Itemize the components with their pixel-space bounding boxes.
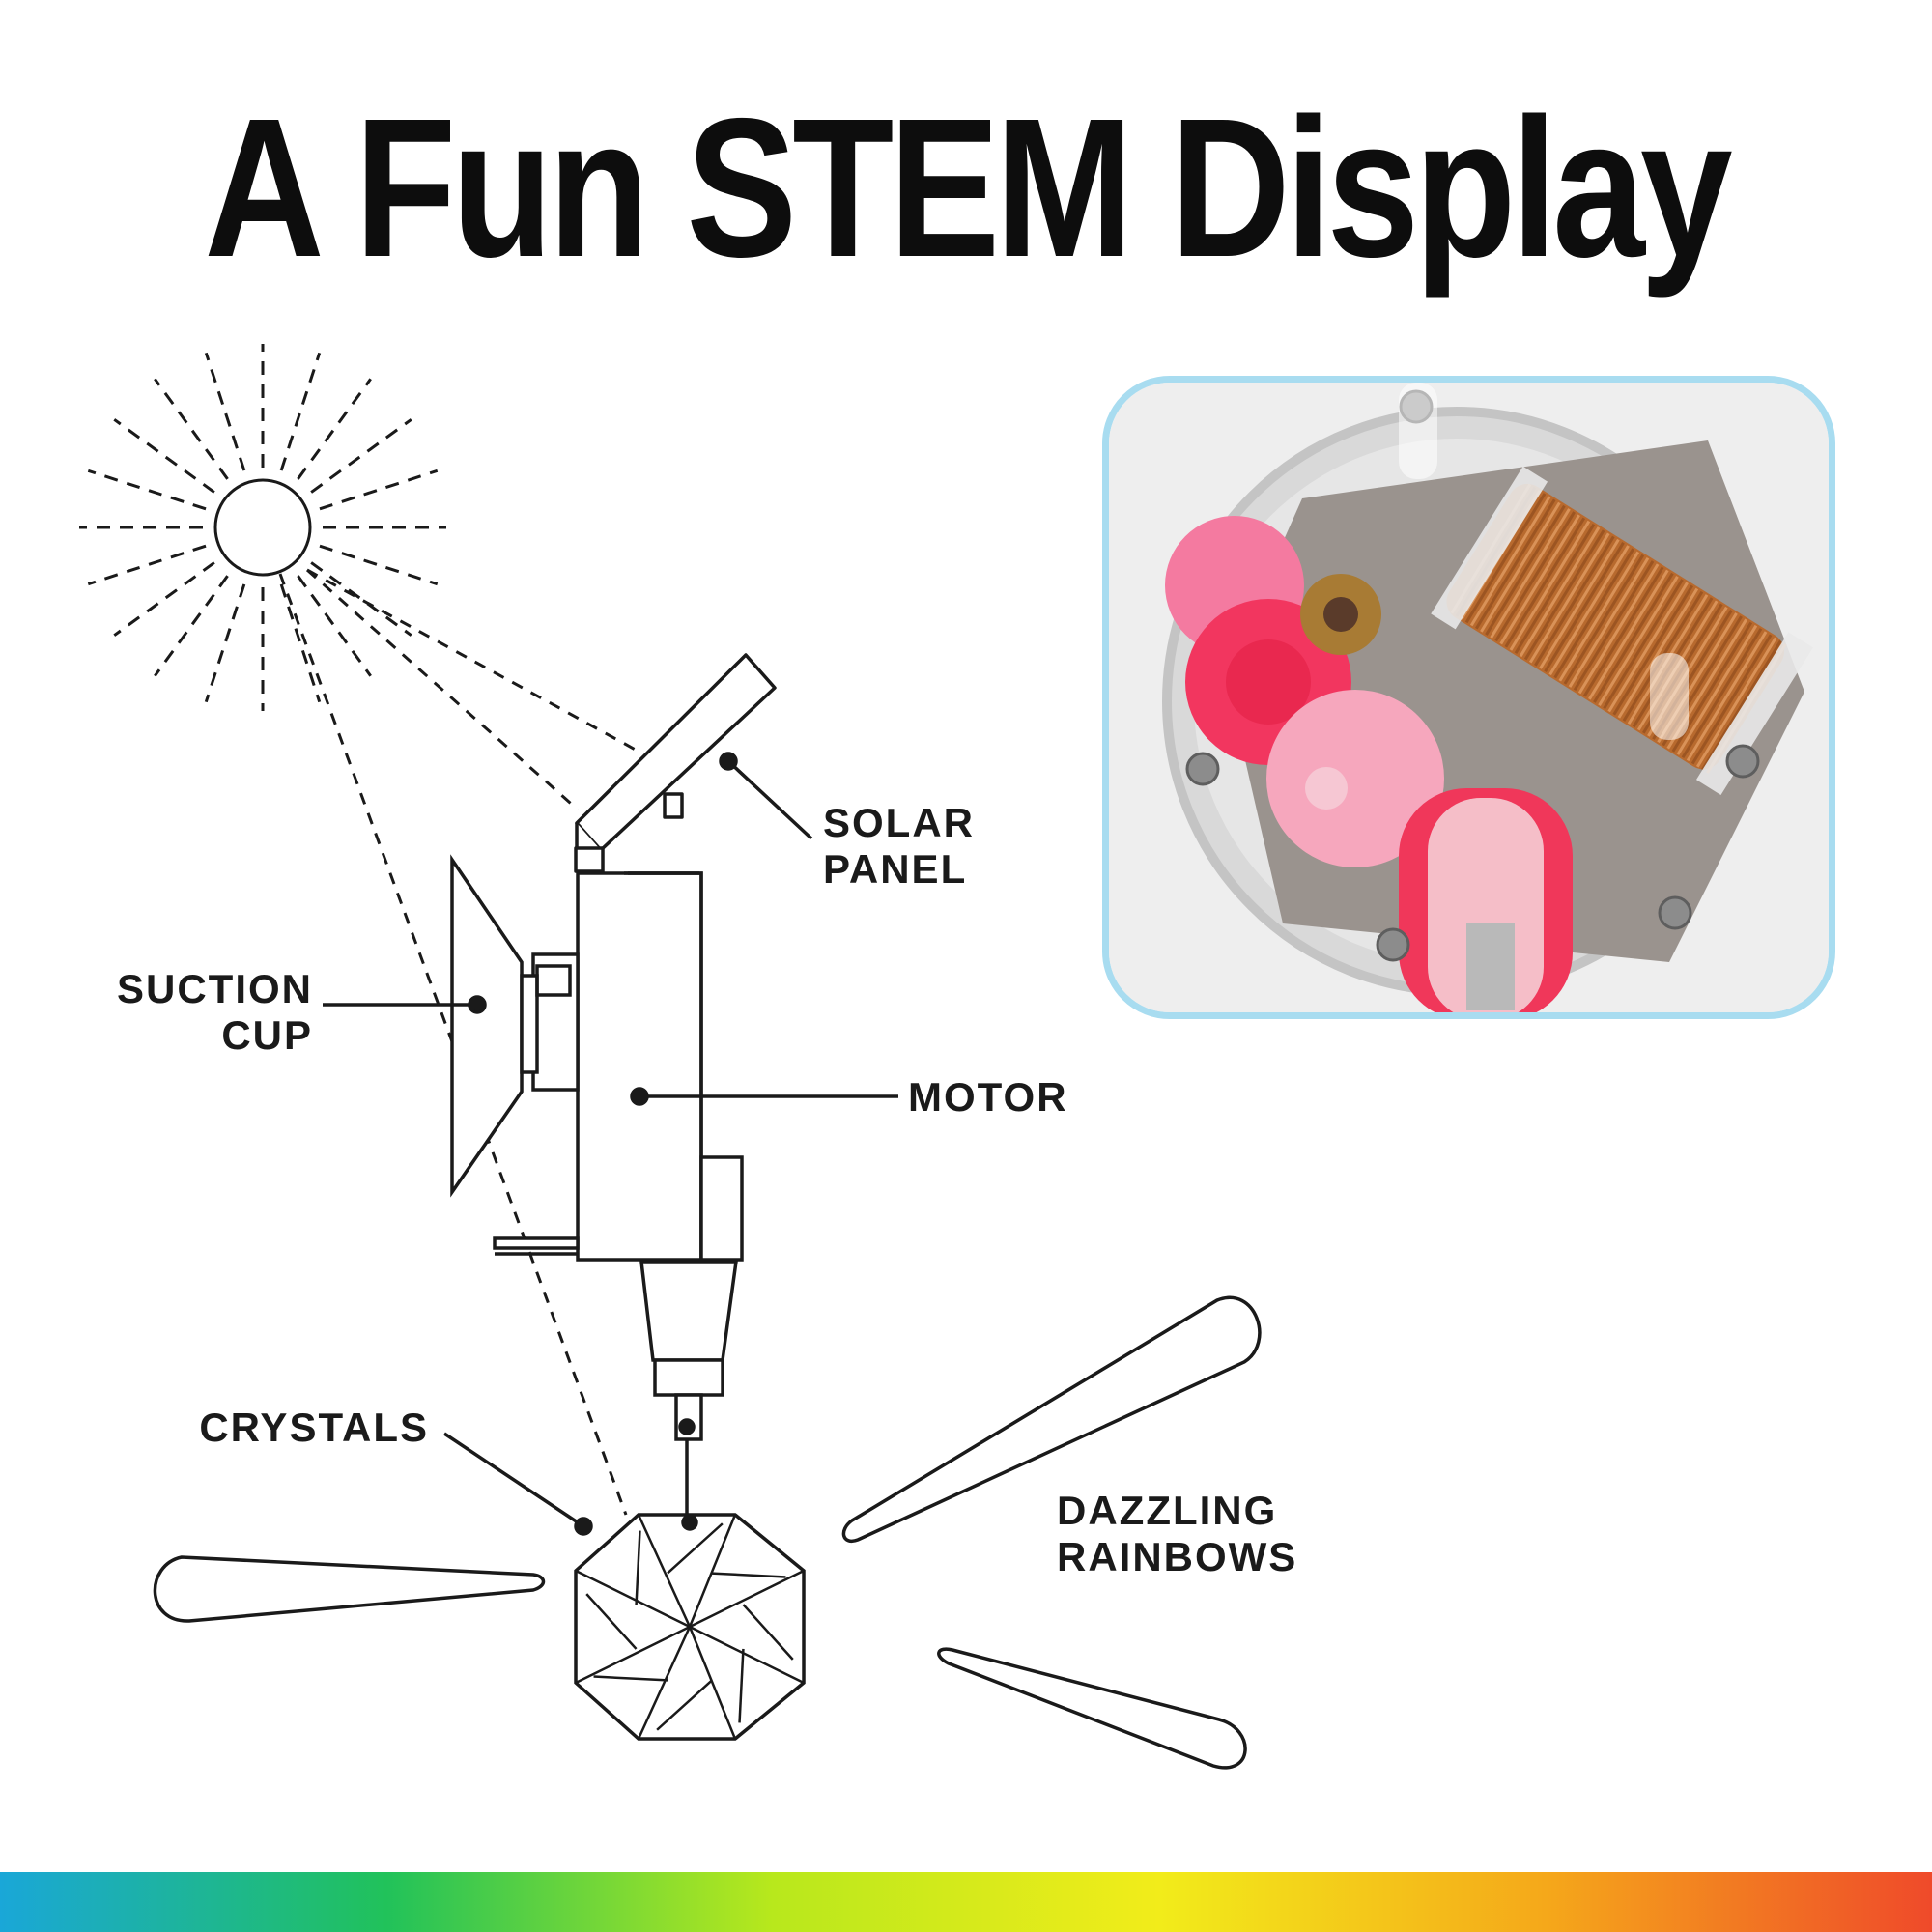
solar-panel — [574, 653, 777, 873]
motor-gearbox-photo — [1102, 376, 1835, 1019]
leader-lines — [323, 752, 898, 1536]
dazzling-rainbows-label-line1: DAZZLING — [1057, 1488, 1277, 1533]
sun-icon — [79, 344, 446, 711]
solar-panel-label-line1: SOLAR — [823, 800, 975, 845]
octagonal-crystal-icon — [574, 1439, 806, 1741]
suction-cup-label-line1: SUCTION — [117, 966, 313, 1011]
motor-housing — [493, 871, 744, 1441]
dazzling-rainbows-label-line2: RAINBOWS — [1057, 1534, 1297, 1579]
crystals-label: CRYSTALS — [199, 1405, 429, 1450]
motor-label: MOTOR — [908, 1074, 1068, 1120]
solar-panel-label-line2: PANEL — [823, 846, 967, 892]
page-title: A Fun STEM Display — [204, 77, 1732, 298]
light-rays — [278, 568, 643, 1516]
rainbow-spectrum-bar — [0, 1872, 1932, 1932]
rainbow-beams — [153, 1295, 1262, 1770]
suction-cup — [450, 854, 580, 1198]
suction-cup-label-line2: CUP — [221, 1012, 313, 1058]
